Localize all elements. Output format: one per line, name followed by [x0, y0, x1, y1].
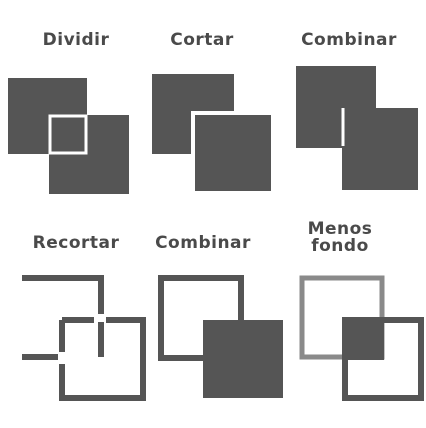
recortar-square-front: [59, 317, 146, 401]
label-cortar: Cortar: [170, 30, 234, 50]
label-combinar-outline: Combinar: [155, 233, 251, 253]
recortar-shape: [22, 275, 146, 401]
dividir-overlap-outline: [48, 114, 88, 155]
combinar-fill-union: [296, 66, 418, 190]
menos-fondo-overlap: [345, 320, 384, 360]
menos-fondo-shape: [299, 275, 424, 401]
label-recortar: Recortar: [32, 233, 120, 253]
menos-fondo-square-front: [342, 317, 424, 401]
dividir-shape: [8, 78, 129, 194]
label-dividir: Dividir: [42, 30, 110, 50]
combinar-outline-square-front: [203, 320, 283, 398]
combinar-outline-shape: [158, 275, 283, 398]
cortar-shape: [152, 74, 275, 195]
label-menos-fondo: Menos fondo: [307, 219, 373, 256]
combinar-fill-shape: [296, 66, 418, 190]
label-combinar-fill: Combinar: [301, 30, 397, 50]
recortar-square-back: [22, 275, 104, 360]
cortar-square-front: [191, 111, 275, 195]
